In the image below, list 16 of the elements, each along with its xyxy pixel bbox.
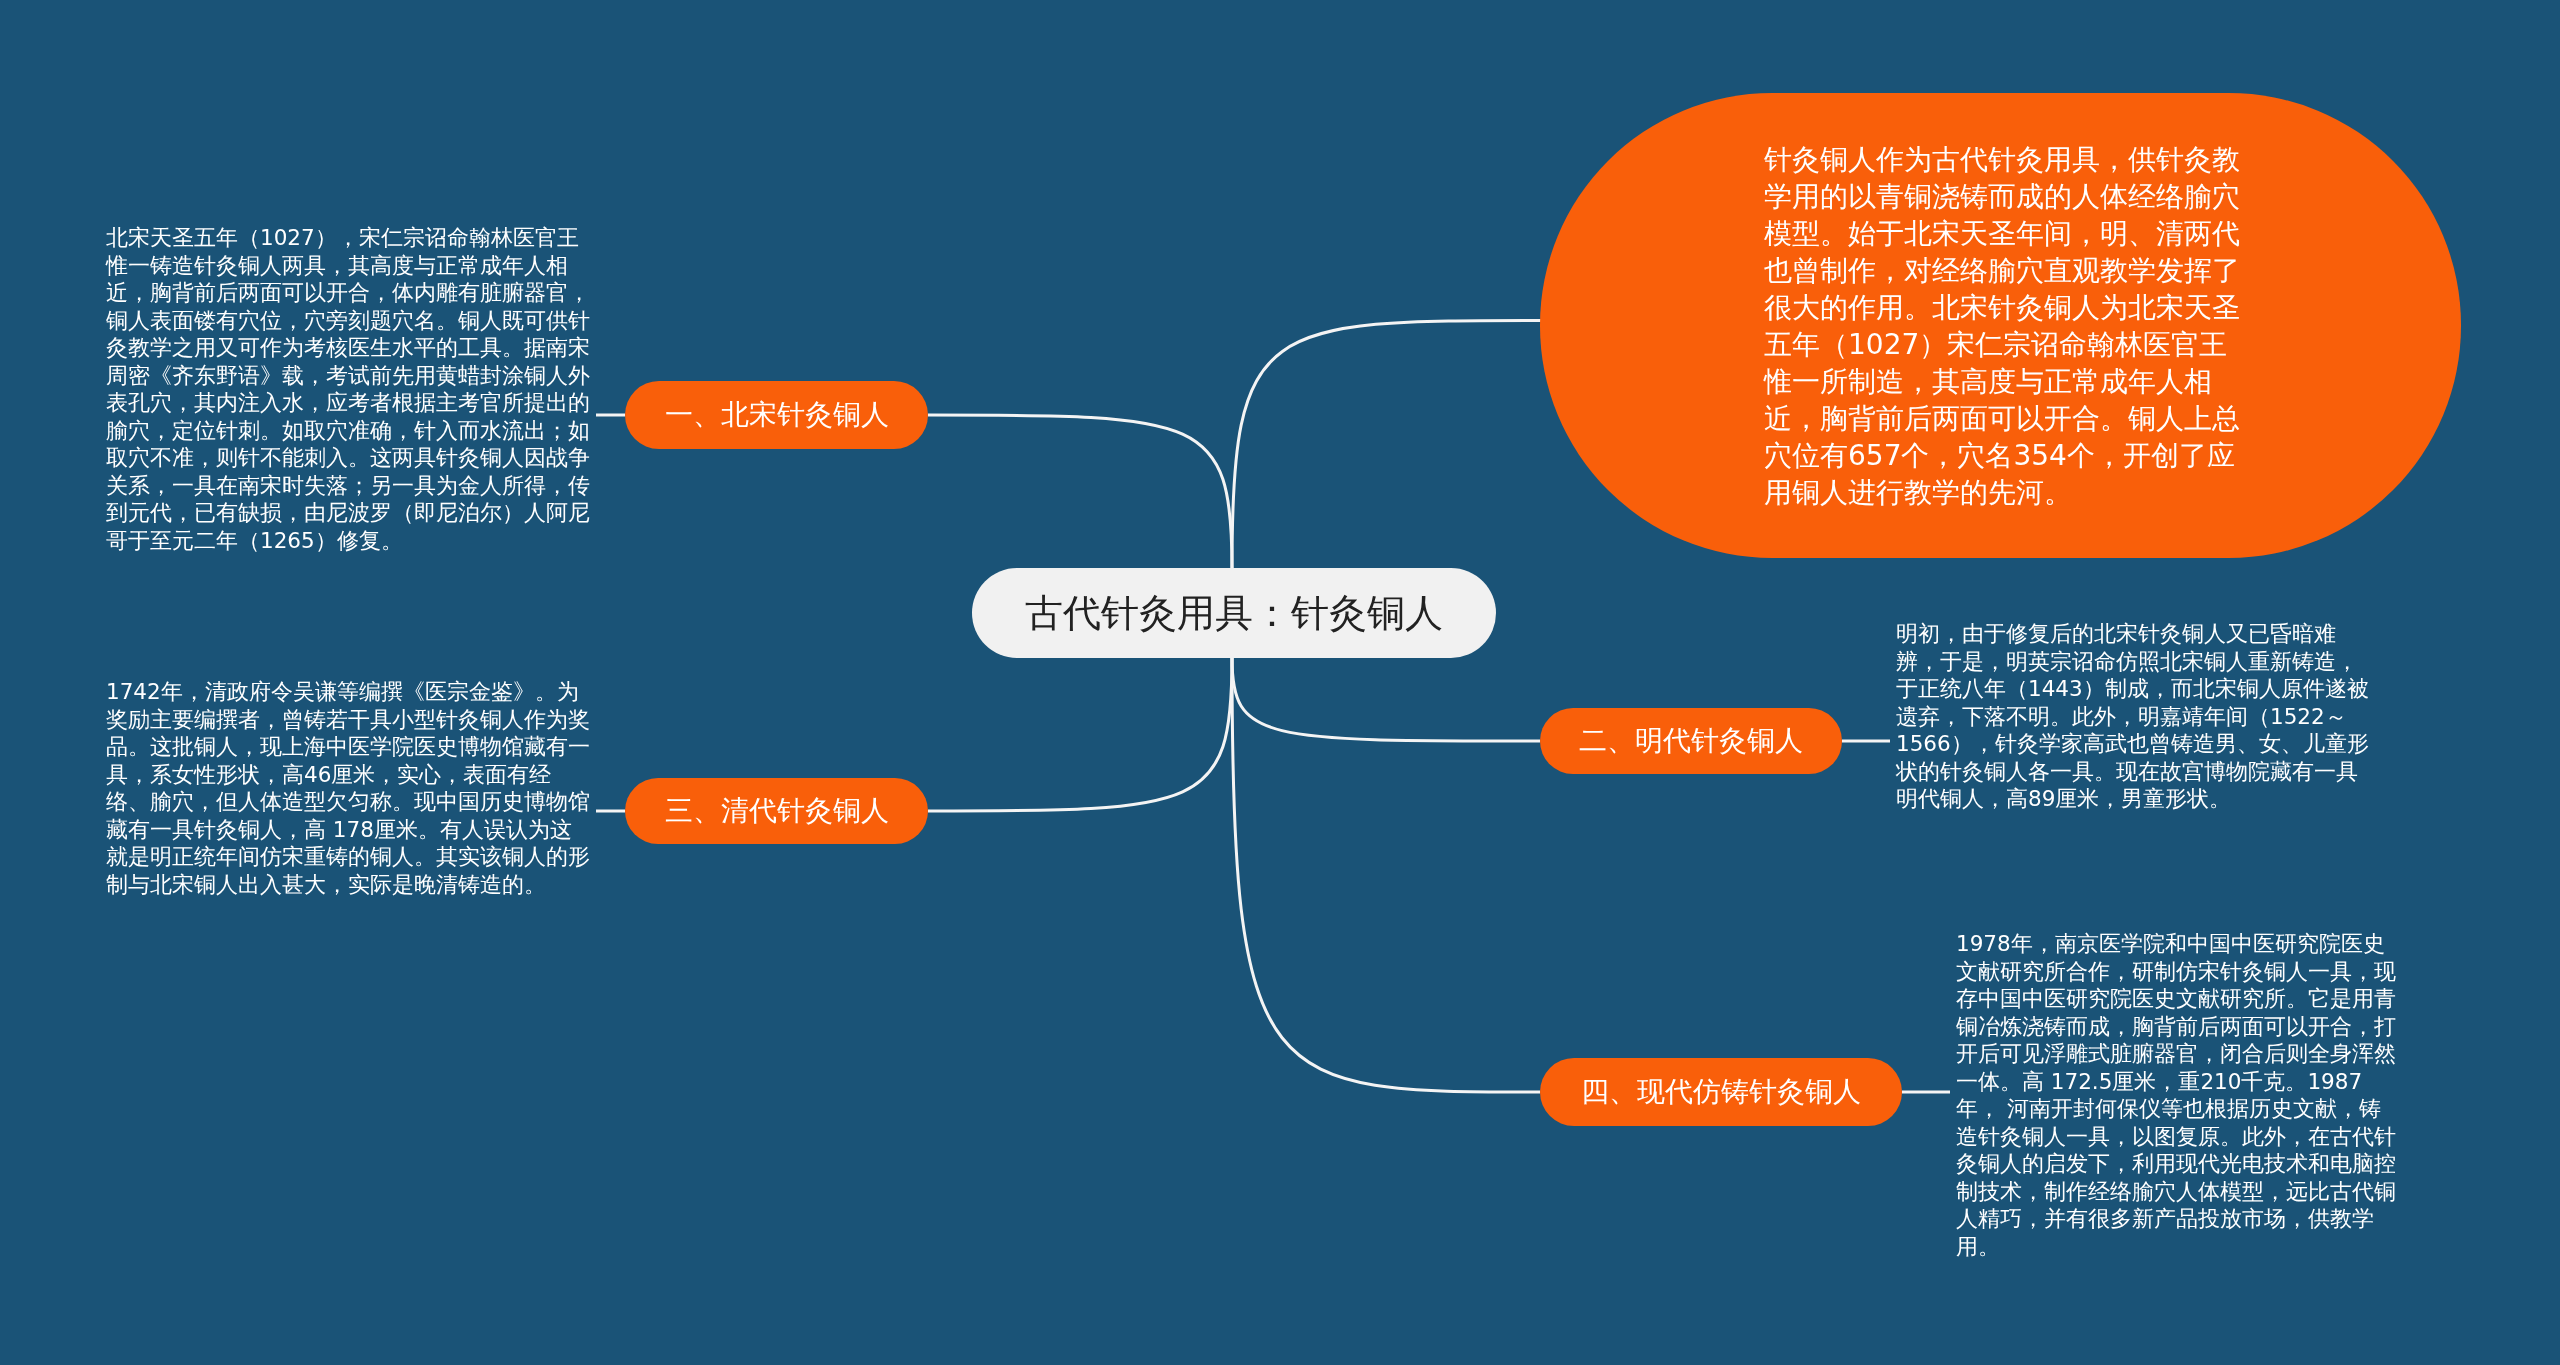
note-text: 明初，由于修复后的北宋针灸铜人又已昏暗难辨，于是，明英宗诏命仿照北宋铜人重新铸造，于正统八年（1443）制成，而北宋铜人原件遂被遗弃，下落不明。此外，明嘉靖年间（1522～1566），针灸学家高武也曾铸造男、女、儿童形状的针灸铜人各一具。现在故宫博物院藏有一具明代铜人，高89厘米，男童形状。 — [1896, 620, 2372, 813]
connector-line — [596, 809, 625, 813]
topic-box: 三、清代针灸铜人 — [625, 778, 928, 844]
connector-line — [928, 413, 1234, 569]
note-text: 北宋天圣五年（1027），宋仁宗诏命翰林医官王惟一铸造针灸铜人两具，其高度与正常成年人相近，胸背前后两面可以开合，体内雕有脏腑器官，铜人表面镂有穴位，穴旁刻题穴名。铜人既可供针灸教学之用又可作为考核医生水平的工具。据南宋周密《齐东野语》载，考试前先用黄蜡封涂铜人外表孔穴，其内注入水，应考者根据主考官所提出的腧穴，定位针刺。如取穴准确，针入而水流出；如取穴不准，则针不能刺入。这两具针灸铜人因战争关系，一具在南宋时失落；另一具为金人所得，传到元代，已有缺损，由尼波罗（即尼泊尔）人阿尼哥于至元二年（1265）修复。 — [106, 224, 592, 554]
connector-line — [1230, 658, 1540, 1094]
topic-box: 一、北宋针灸铜人 — [625, 381, 928, 449]
topic-box: 四、现代仿铸针灸铜人 — [1540, 1058, 1902, 1126]
connector-line — [1842, 739, 1890, 743]
central-topic: 古代针灸用具：针灸铜人 — [972, 568, 1496, 658]
note-text: 1742年，清政府令吴谦等编撰《医宗金鉴》。为奖励主要编撰者，曾铸若干具小型针灸铜人作为奖品。这批铜人，现上海中医学院医史博物馆藏有一具，系女性形状，高46厘米，实心，表面有经络、腧穴，但人体造型欠匀称。现中国历史博物馆藏有一具针灸铜人，高 178厘米。有人误认为这就是明正统年间仿宋重铸的铜人。其实该铜人的形制与北宋铜人出入甚大，实际是晚清铸造的。 — [106, 678, 592, 898]
note-text: 1978年，南京医学院和中国中医研究院医史文献研究所合作，研制仿宋针灸铜人一具，现存中国中医研究院医史文献研究所。它是用青铜冶炼浇铸而成，胸背前后两面可以开合，打开后可见浮雕式脏腑器官，闭合后则全身浑然一体。高 172.5厘米，重210千克。1987年， 河南开封何保仪等也根据历史文献，铸造针灸铜人一具，以图复原。此外，在古代针灸铜人的启发下，利用现代光电技术和电脑控制技术，制作经络腧穴人体模型，远比古代铜人精巧，并有很多新产品投放市场，供教学用。 — [1956, 930, 2396, 1260]
connector-line — [928, 657, 1234, 813]
connector-line — [1902, 1090, 1950, 1094]
connector-line — [596, 413, 625, 417]
topic-box: 二、明代针灸铜人 — [1540, 708, 1842, 774]
